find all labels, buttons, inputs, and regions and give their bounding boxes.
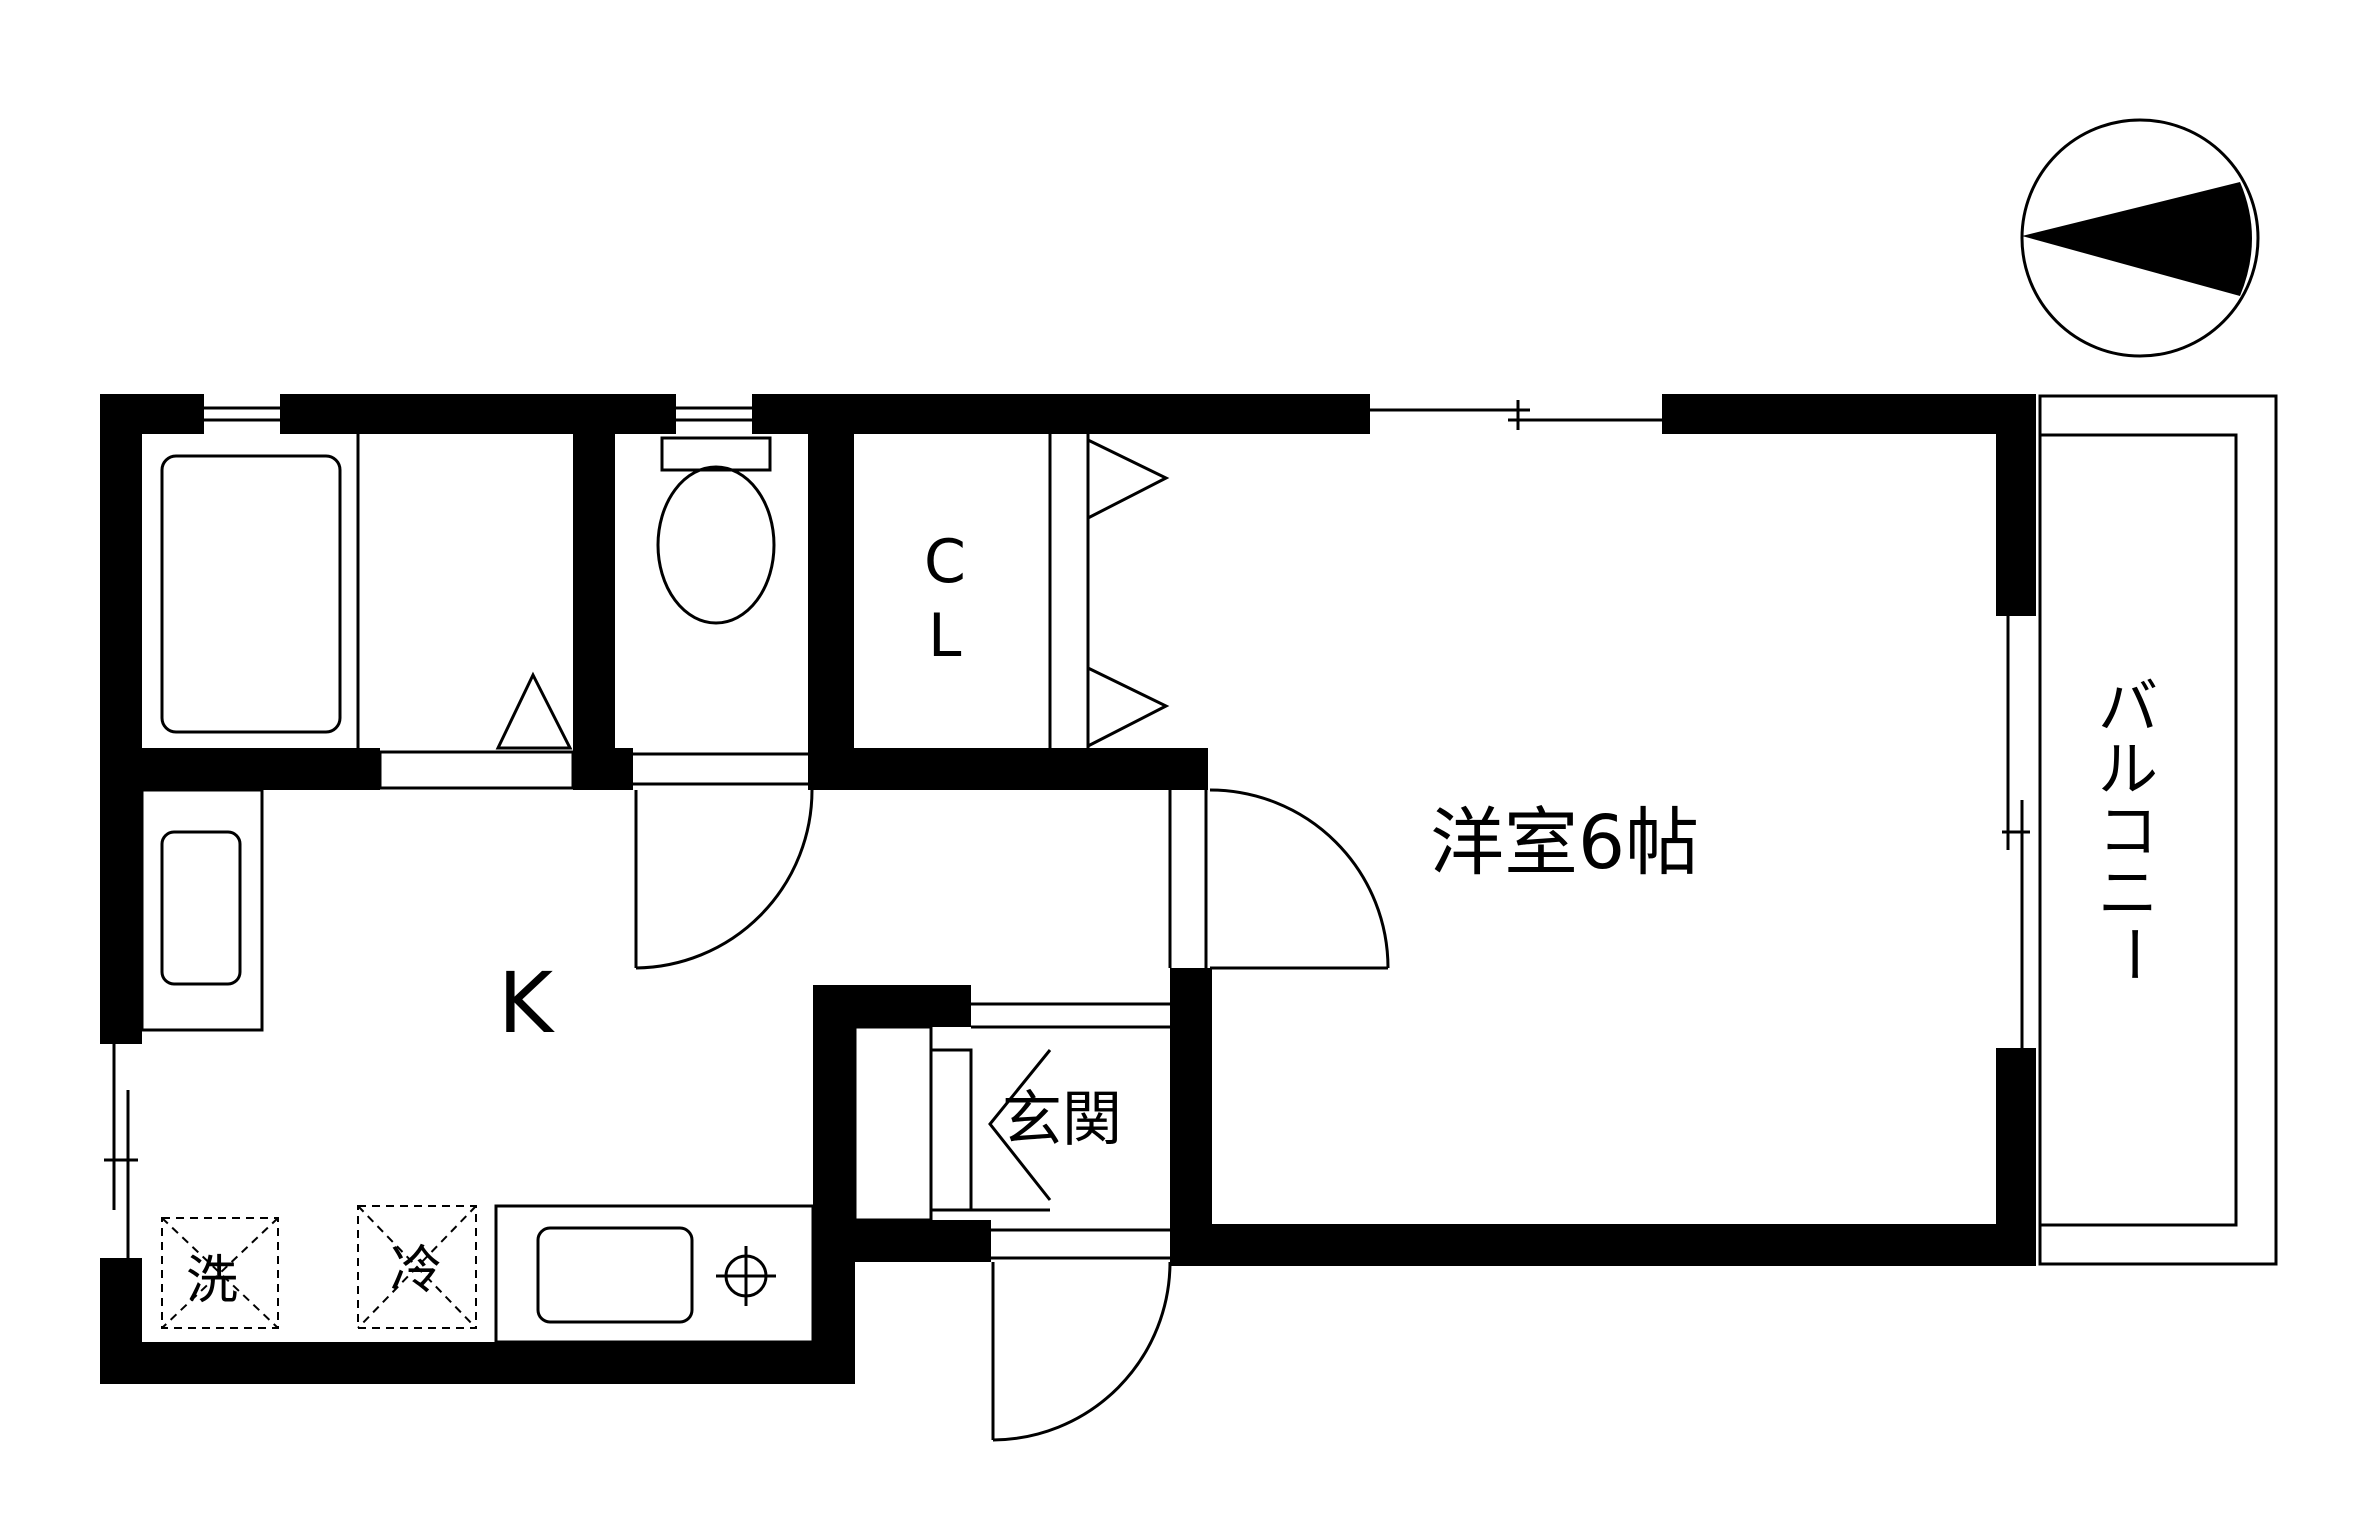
entrance-area (929, 1002, 1170, 1212)
label-closet-l: L (928, 601, 962, 671)
label-balcony-1: ル (2098, 735, 2158, 805)
label-balcony-4: ー (2097, 924, 2167, 984)
window-toilet (676, 394, 752, 434)
balcony-sliding-door (1996, 616, 2036, 1048)
toilet-door (633, 748, 814, 970)
label-fridge: 冷 (390, 1241, 442, 1301)
walls (100, 394, 2036, 1384)
label-entrance: 玄関 (1002, 1085, 1122, 1155)
label-balcony-3: ニ (2098, 859, 2158, 929)
label-balcony-0: バ (2098, 673, 2158, 743)
window-bath (204, 394, 280, 434)
western-room-door (1168, 788, 1390, 970)
label-balcony-2: コ (2098, 797, 2158, 867)
toilet-icon (656, 436, 776, 625)
label-washer: 洗 (186, 1251, 238, 1311)
fridge-space (357, 1205, 477, 1329)
label-western-room: 洋室6帖 (1430, 800, 1699, 886)
kitchen-counter (494, 1204, 815, 1344)
label-kitchen: K (498, 954, 555, 1052)
closet (1048, 434, 1170, 749)
stove-burner-icon (716, 1246, 776, 1306)
north-arrow-icon (2020, 118, 2260, 358)
front-door (991, 1224, 1172, 1442)
washer-space (161, 1217, 279, 1329)
label-closet-c: C (924, 527, 966, 597)
bathtub-icon (160, 454, 342, 734)
wash-basin (140, 788, 264, 1032)
balcony (2038, 394, 2278, 1266)
window-western-top (1370, 394, 1662, 434)
window-kitchen (100, 1044, 142, 1258)
